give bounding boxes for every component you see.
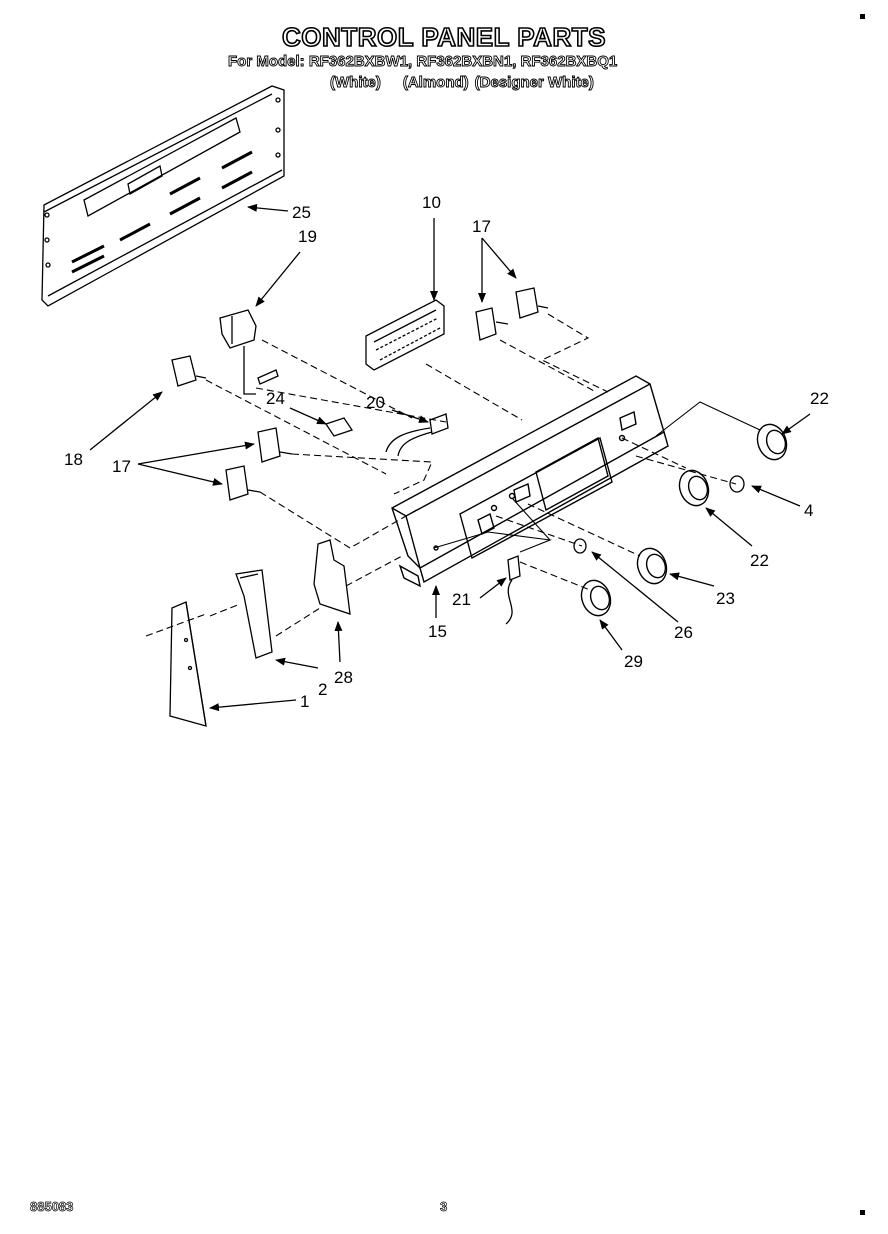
part-28-bracket [313,539,351,615]
variant-white: (White) [330,74,382,92]
connector-lines [433,401,761,553]
part-2-end-cap [235,569,273,659]
callout-arrows [89,203,811,712]
callout-17-upper: 17 [472,217,491,236]
assembly-lines [145,313,737,637]
callout-17-lower: 17 [112,457,131,476]
callout-28: 28 [334,668,353,687]
callout-21: 21 [452,590,471,609]
variant-designer-white: (Designer White) [474,74,594,92]
callout-25: 25 [292,203,311,222]
callout-22-upper: 22 [810,389,829,408]
part-17-lower-switches [225,427,293,501]
part-21-harness [505,555,521,625]
part-17-upper-switches [475,287,549,341]
part-24-clip [324,417,354,437]
part-1-side-trim [169,601,207,727]
part-22-knob-lower [678,469,710,507]
part-18-indicator [171,355,207,387]
corner-mark [860,14,865,19]
part-23-knob [636,547,668,585]
part-26-cap [573,538,587,554]
callout-20: 20 [366,393,385,412]
callout-19: 19 [298,227,317,246]
callout-29: 29 [624,652,643,671]
document-number: 885083 [30,1199,74,1215]
callout-4: 4 [804,501,813,520]
variant-almond: (Almond) [402,74,469,92]
callout-22-lower: 22 [750,551,769,570]
part-29-knob [580,579,612,617]
callout-24: 24 [266,389,285,408]
corner-mark [860,1210,865,1215]
callout-18: 18 [64,450,83,469]
callout-1: 1 [300,692,309,711]
page-title: CONTROL PANEL PARTS [281,21,606,53]
callout-labels: 25 19 10 17 22 18 24 20 17 4 22 23 21 26… [64,193,829,711]
callout-2: 2 [318,680,327,699]
part-10-electronic-control [365,299,445,371]
color-variants: (White) (Almond) (Designer White) [330,74,600,92]
part-4-button [729,475,745,493]
callout-15: 15 [428,622,447,641]
callout-10: 10 [422,193,441,212]
part-19-switch [219,309,279,395]
page-number: 3 [440,1199,448,1215]
part-25-rear-panel [41,85,285,307]
callout-26: 26 [674,623,693,642]
model-numbers: For Model: RF362BXBW1, RF362BXBN1, RF362… [228,53,618,71]
part-22-knob-upper [756,423,788,461]
part-15-control-panel [391,375,669,588]
part-20-harness [385,413,449,457]
callout-23: 23 [716,589,735,608]
